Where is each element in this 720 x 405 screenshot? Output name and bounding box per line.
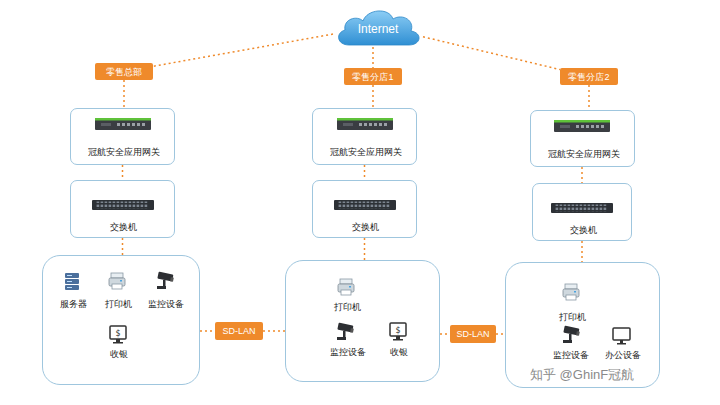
node-label: 交换机 bbox=[570, 225, 597, 236]
internet-cloud: Internet bbox=[333, 5, 423, 47]
node-label: SD-LAN bbox=[456, 329, 489, 340]
dotted-link bbox=[123, 80, 125, 108]
node-label: 零售分店1 bbox=[352, 71, 393, 82]
dotted-link bbox=[496, 333, 505, 335]
node-label: 办公设备 bbox=[605, 350, 641, 361]
dotted-link bbox=[263, 330, 285, 332]
node-label: 收银 bbox=[390, 347, 408, 358]
node-label: 打印机 bbox=[334, 302, 361, 313]
node-label: 零售总部 bbox=[106, 66, 142, 77]
node-label: 收银 bbox=[110, 349, 128, 360]
node-label: 监控设备 bbox=[330, 347, 366, 358]
switch-box: 交换机 bbox=[312, 180, 417, 238]
node-label: 交换机 bbox=[352, 222, 379, 233]
node-label: 监控设备 bbox=[553, 350, 589, 361]
node-label: 交换机 bbox=[110, 222, 137, 233]
watermark: 知乎 @GhinF冠航 bbox=[530, 366, 634, 384]
node-label: Internet bbox=[358, 22, 399, 36]
gateway-box: 冠航安全应用网关 bbox=[70, 108, 175, 165]
dotted-link bbox=[372, 85, 374, 108]
dotted-link bbox=[581, 167, 583, 183]
switch-box: 交换机 bbox=[70, 180, 175, 238]
node-label: 冠航安全应用网关 bbox=[88, 147, 160, 158]
dotted-link bbox=[153, 34, 333, 66]
node-label: 打印机 bbox=[559, 312, 586, 323]
dotted-link bbox=[200, 330, 215, 332]
site-device-area: 打印机监控设备 收银 bbox=[285, 260, 440, 382]
node-label: SD-LAN bbox=[222, 326, 255, 337]
node-label: 零售分店2 bbox=[568, 71, 609, 82]
site-tag: 零售总部 bbox=[95, 63, 153, 80]
dotted-link bbox=[364, 165, 366, 180]
node-label: 冠航安全应用网关 bbox=[548, 149, 620, 160]
dotted-link bbox=[588, 85, 590, 110]
gateway-box: 冠航安全应用网关 bbox=[530, 110, 635, 167]
gateway-box: 冠航安全应用网关 bbox=[312, 108, 417, 165]
dotted-link bbox=[122, 238, 124, 255]
sdlan-tag: SD-LAN bbox=[215, 322, 263, 340]
dotted-link bbox=[581, 241, 583, 262]
site-device-area: 服务器 打印机 监控设备收银 bbox=[42, 255, 200, 385]
node-label: 监控设备 bbox=[148, 299, 184, 310]
dotted-link bbox=[364, 238, 366, 260]
dotted-link bbox=[440, 333, 450, 335]
dotted-link bbox=[372, 47, 374, 68]
site-tag: 零售分店1 bbox=[344, 68, 402, 85]
sdlan-tag: SD-LAN bbox=[450, 325, 496, 343]
site-tag: 零售分店2 bbox=[560, 68, 618, 85]
switch-box: 交换机 bbox=[532, 183, 632, 241]
node-label: 冠航安全应用网关 bbox=[330, 147, 402, 158]
node-label: 服务器 bbox=[60, 299, 87, 310]
node-label: 打印机 bbox=[105, 299, 132, 310]
dotted-link bbox=[122, 165, 124, 180]
dotted-link bbox=[423, 37, 560, 70]
